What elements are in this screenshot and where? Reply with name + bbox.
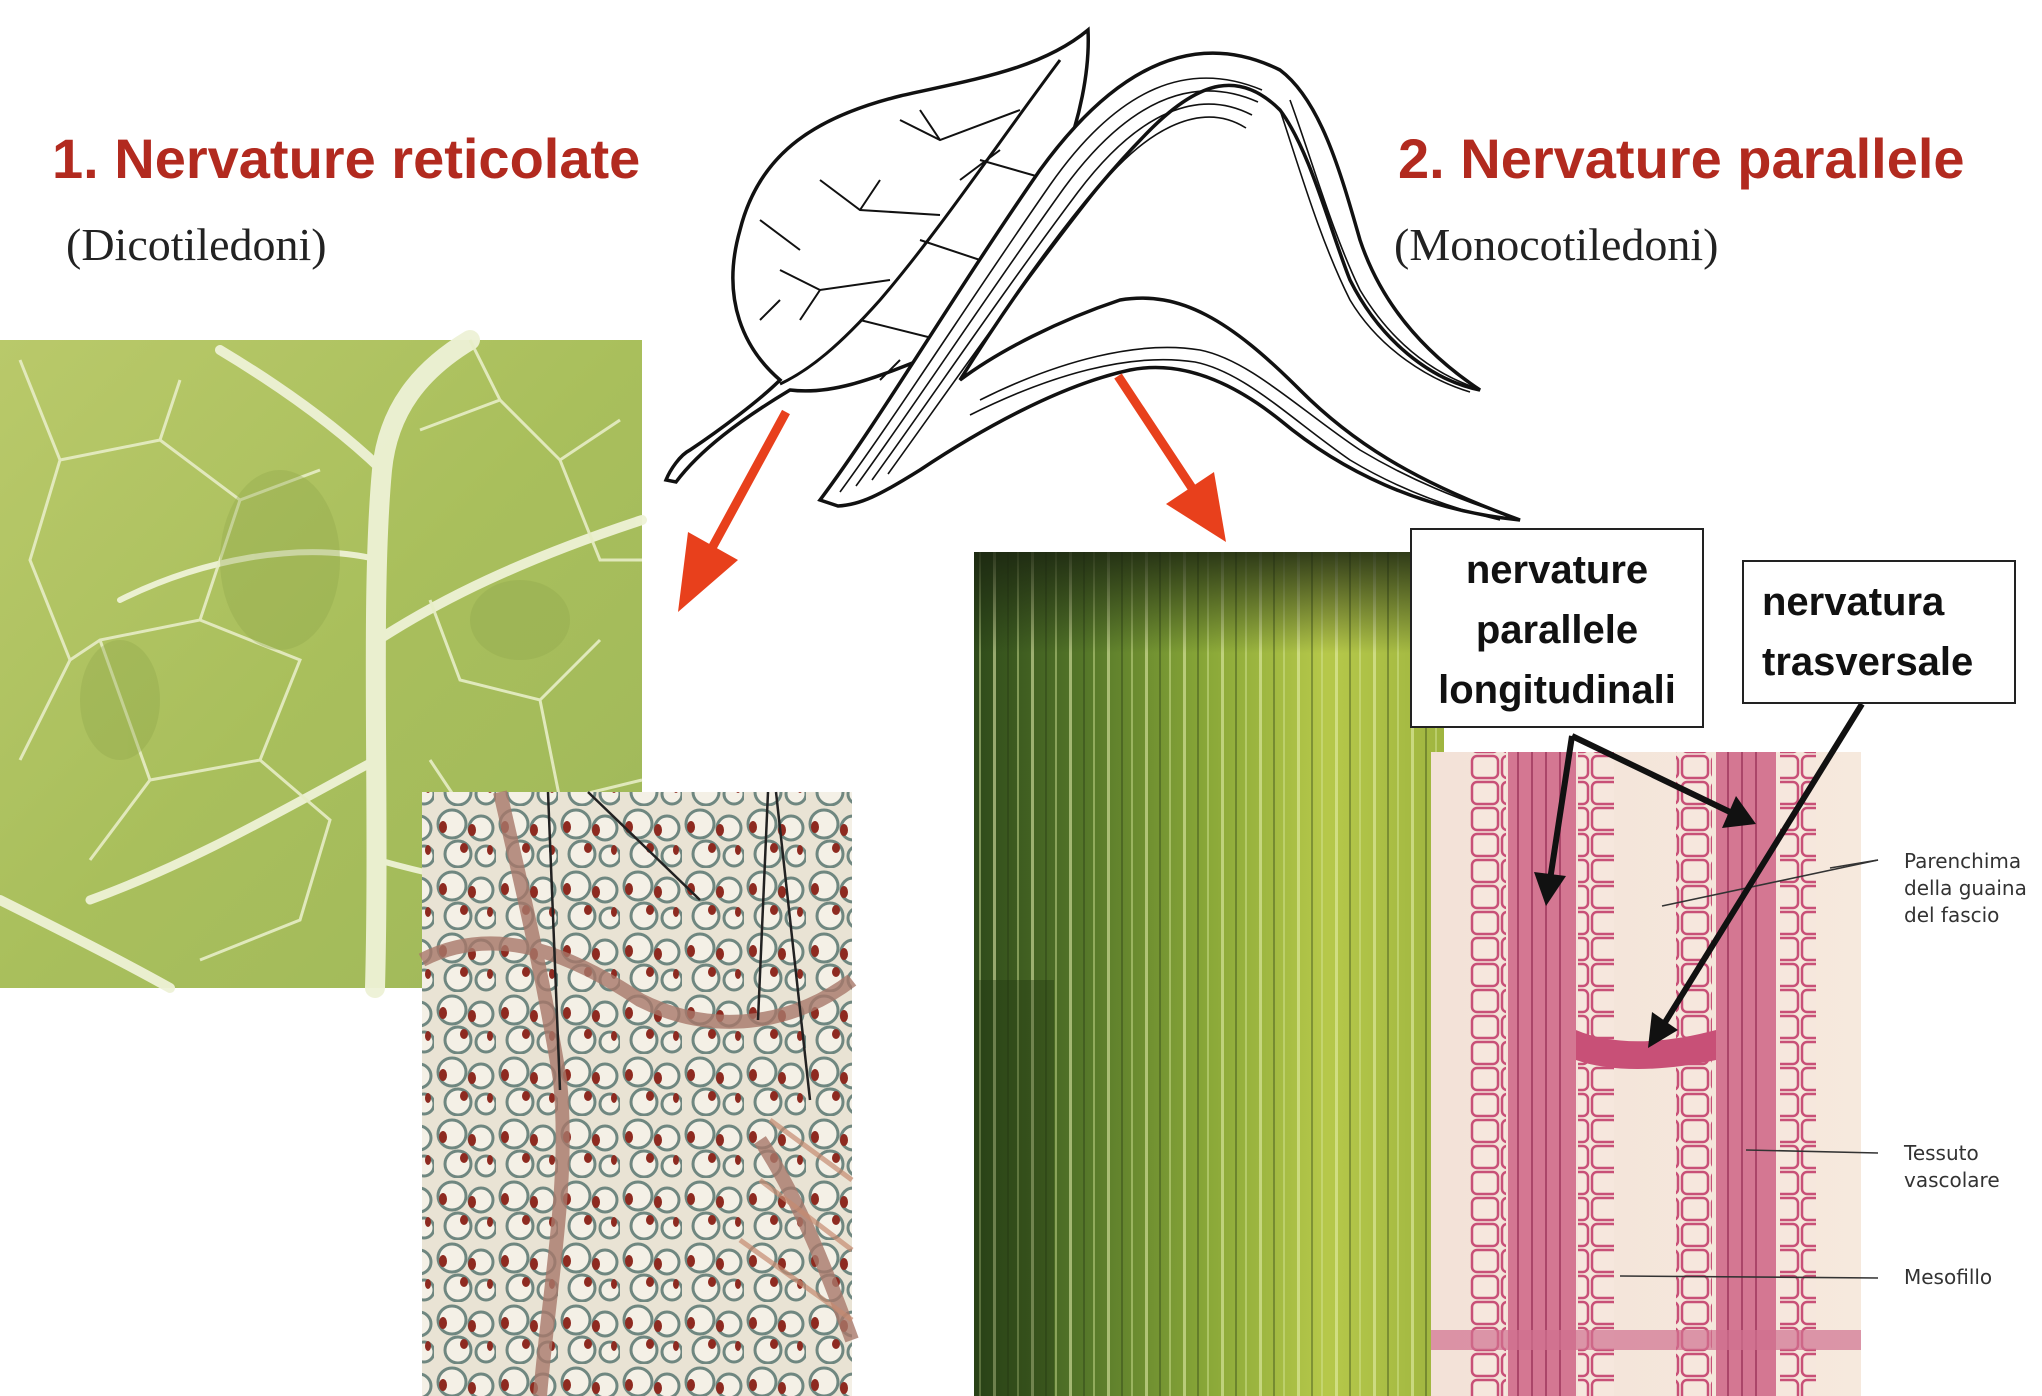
label-sheath-line-2: della guaina — [1904, 876, 2027, 900]
callout-arrows — [1547, 702, 1865, 1026]
callout-longitudinal-line-1: nervature — [1465, 548, 1649, 592]
monocot-vein-micrograph — [1431, 752, 1879, 1396]
label-mesophyll: Mesofillo — [1904, 1264, 1992, 1291]
monocot-leaf-photo — [974, 552, 1444, 1396]
label-mesophyll-line-1: Mesofillo — [1904, 1265, 1993, 1289]
label-sheath-line-1: Parenchima — [1904, 849, 2022, 873]
label-vascular-tissue: Tessuto vascolare — [1904, 1140, 2000, 1194]
label-sheath-line-3: del fascio — [1904, 903, 2000, 927]
dicot-leaf-drawing — [663, 26, 1090, 484]
callout-transverse-line-1: nervatura — [1762, 580, 1945, 624]
label-sheath-parenchyma: Parenchima della guaina del fascio — [1904, 848, 2027, 929]
arrow-to-monocot-photo — [1114, 373, 1226, 542]
callout-longitudinal-line-3: longitudinali — [1438, 668, 1676, 712]
left-subtitle: (Dicotiledoni) — [66, 219, 327, 270]
label-vascular-line-2: vascolare — [1904, 1168, 2000, 1192]
callout-transverse-line-2: trasversale — [1762, 640, 1974, 684]
monocot-leaf-drawing — [817, 51, 1521, 522]
left-title: 1. Nervature reticolate — [52, 127, 641, 190]
right-title: 2. Nervature parallele — [1398, 127, 1965, 190]
callout-arrowheads — [1534, 796, 1756, 1048]
callout-transverse-vein: nervatura trasversale — [1742, 560, 2016, 704]
label-vascular-line-1: Tessuto — [1904, 1141, 1979, 1165]
arrow-to-dicot-photo — [678, 409, 790, 612]
callout-longitudinal-line-2: parallele — [1475, 608, 1639, 652]
callout-longitudinal-veins: nervature parallele longitudinali — [1410, 528, 1704, 728]
dicot-cell-micrograph — [418, 790, 859, 1396]
right-subtitle: (Monocotiledoni) — [1394, 219, 1719, 270]
